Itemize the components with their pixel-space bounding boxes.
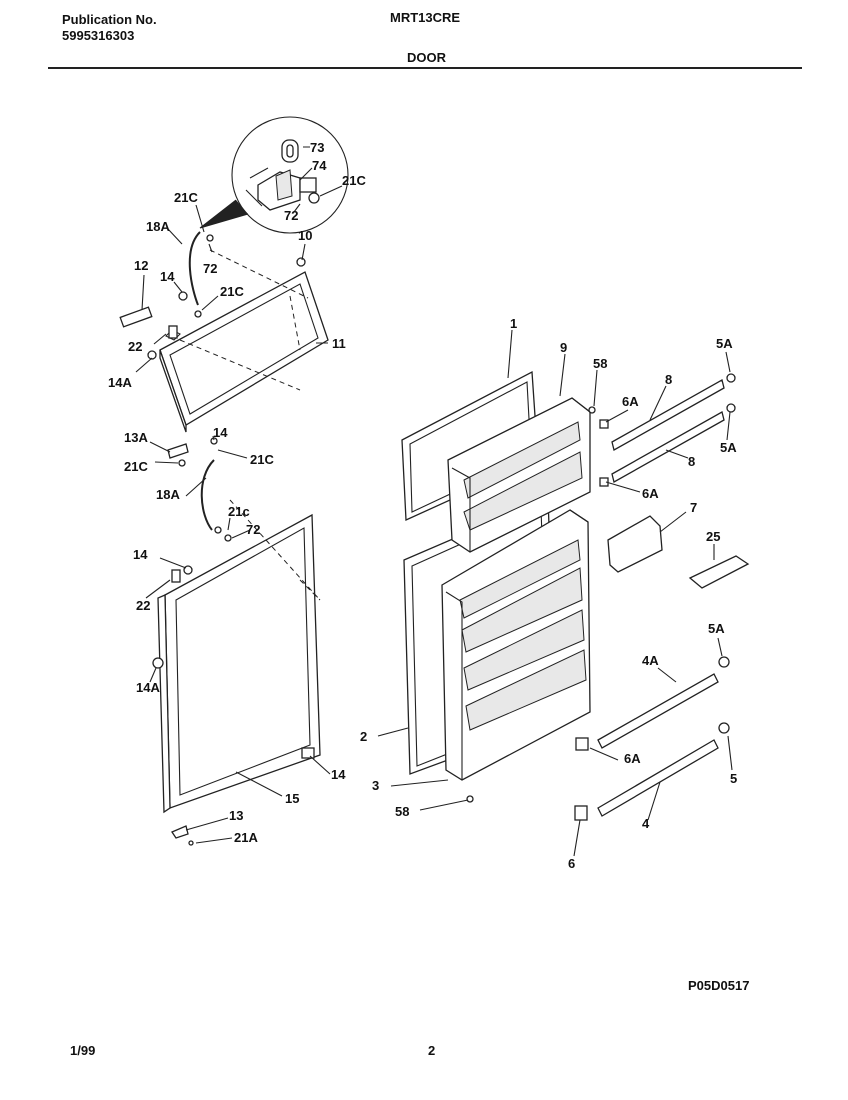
callout-6: 6 [568,856,575,871]
callout-18a-b: 18A [156,487,180,502]
callout-8-a: 8 [665,372,672,387]
callout-25: 25 [706,529,720,544]
callout-14-a: 14 [160,269,175,284]
callout-labels: 73 74 21C 72 21C 18A 72 10 12 14 21C 22 … [108,140,737,871]
callout-11: 11 [332,336,346,351]
callout-21c-detail: 21C [342,173,366,188]
callout-1: 1 [510,316,517,331]
callout-6a-a: 6A [622,394,639,409]
callout-14a-a: 14A [108,375,132,390]
callout-22-b: 22 [136,598,150,613]
fresh-food-door-panel [157,499,321,814]
publication-label: Publication No. [62,12,157,27]
callout-6a-b: 6A [642,486,659,501]
section-title: DOOR [407,50,446,65]
callout-5a-b: 5A [720,440,737,455]
callout-12: 12 [134,258,148,273]
callout-3: 3 [372,778,379,793]
shelf-bars-and-trim [466,373,750,821]
callout-4: 4 [642,816,650,831]
callout-58-b: 58 [395,804,409,819]
callout-4a: 4A [642,653,659,668]
callout-2: 2 [360,729,367,744]
leader-lines [135,204,733,857]
callout-74: 74 [312,158,327,173]
callout-21c-c: 21C [124,459,148,474]
callout-21c-a: 21C [174,190,198,205]
callout-21a: 21A [234,830,258,845]
callout-18a-a: 18A [146,219,170,234]
freezer-inner-liner [447,397,591,553]
callout-15: 15 [285,791,299,806]
callout-5a-c: 5A [708,621,725,636]
callout-8-b: 8 [688,454,695,469]
callout-14-d: 14 [331,767,346,782]
callout-13a: 13A [124,430,148,445]
callout-58-a: 58 [593,356,607,371]
callout-22-a: 22 [128,339,142,354]
freezer-hardware [119,231,306,467]
callout-73: 73 [310,140,324,155]
fresh-food-inner-liner [441,509,591,781]
callout-14a-b: 14A [136,680,160,695]
drawing-code: P05D0517 [688,978,750,993]
callout-21c-b: 21C [220,284,244,299]
callout-14-c: 14 [133,547,148,562]
callout-72-b: 72 [246,522,260,537]
publication-number: 5995316303 [62,28,135,43]
callout-10: 10 [298,228,312,243]
callout-13: 13 [229,808,243,823]
revision-date: 1/99 [70,1043,96,1058]
hinge-detail-view [199,116,349,234]
callout-9: 9 [560,340,567,355]
page-number: 2 [428,1043,436,1058]
callout-6a-c: 6A [624,751,641,766]
callout-72-a: 72 [203,261,217,276]
freezer-door-panel [159,249,329,433]
callout-5: 5 [730,771,737,786]
callout-21c-d: 21C [250,452,274,467]
callout-7: 7 [690,500,697,515]
callout-21c-e: 21c [228,504,250,519]
fresh-food-hardware [152,459,315,846]
model-number: MRT13CRE [390,10,461,25]
callout-5a-a: 5A [716,336,733,351]
header-rule [48,67,802,69]
callout-72-detail: 72 [284,208,298,223]
callout-14-b: 14 [213,425,228,440]
